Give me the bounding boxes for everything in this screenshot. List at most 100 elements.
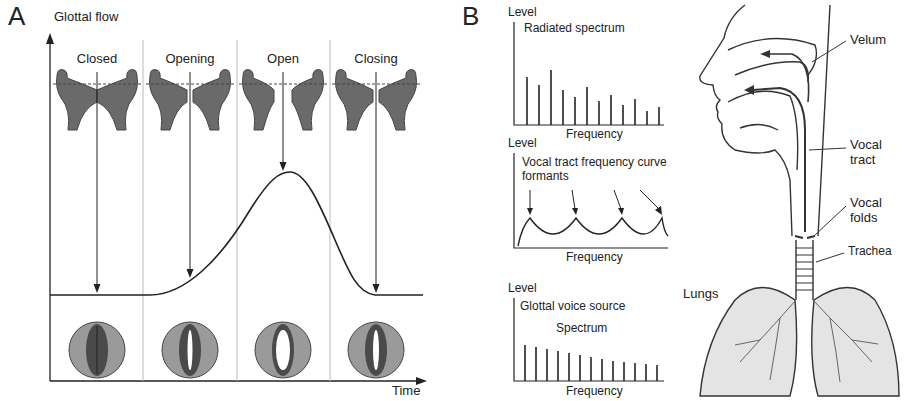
harmonic-bar	[562, 90, 564, 125]
vocal-fold	[193, 70, 231, 130]
harmonic-bar	[590, 357, 592, 381]
fold-section	[53, 70, 141, 378]
phase-dividers	[143, 40, 330, 381]
axis-title: Level	[508, 6, 537, 20]
harmonic-bar	[658, 107, 660, 125]
x-axis	[50, 380, 418, 381]
anatomy-label: Vocal tract	[850, 138, 894, 168]
harmonic-bar	[568, 353, 570, 381]
harmonic-bar	[598, 101, 600, 125]
glottis-opening	[276, 330, 290, 370]
axis-title: Glottal flow	[54, 10, 118, 25]
glottis-opening	[373, 330, 379, 370]
chart-axis	[514, 298, 664, 381]
harmonic-bar	[546, 349, 548, 381]
harmonic-bar	[646, 111, 648, 125]
harmonic-bar	[634, 99, 636, 125]
leader-line	[816, 253, 844, 262]
harmonic-bar	[550, 70, 552, 125]
phase-label: Opening	[165, 52, 214, 67]
phase-label: Closing	[354, 52, 397, 67]
vocal-folds-top	[365, 324, 387, 376]
anatomy-label: Trachea	[848, 245, 892, 259]
formant-arrow	[614, 190, 621, 209]
vocal-fold	[292, 70, 324, 130]
formant-curve	[518, 218, 668, 246]
phase-label: Open	[267, 52, 299, 67]
chart-title: Radiated spectrum	[524, 22, 625, 36]
harmonic-bar	[586, 87, 588, 125]
vocal-folds-top	[86, 324, 108, 376]
arrowhead	[618, 208, 624, 215]
panel-letter: A	[8, 2, 25, 32]
harmonic-bar	[579, 355, 581, 381]
vocal-fold	[150, 70, 188, 130]
chart-subtitle: Spectrum	[556, 322, 607, 336]
arrowhead	[94, 284, 101, 293]
harmonic-bar	[656, 365, 658, 381]
panel-letter: B	[462, 2, 479, 32]
palate-velum	[735, 62, 808, 82]
nasal-airflow-arrow	[768, 54, 809, 102]
axis-title: Level	[508, 282, 537, 296]
leader-line	[809, 148, 846, 150]
harmonic-bar	[526, 77, 528, 125]
flow-axes	[46, 33, 427, 385]
harmonic-bar	[610, 95, 612, 125]
arrowhead	[373, 284, 380, 293]
larynx-top-view	[69, 322, 125, 378]
trachea	[796, 240, 813, 300]
phase-arrow	[283, 72, 284, 164]
glottal-flow-curve	[50, 172, 423, 295]
axis-arrowhead	[46, 33, 54, 44]
vocal-fold	[379, 70, 417, 130]
phase-arrow	[190, 72, 191, 271]
right-lung	[812, 288, 899, 397]
leader-line	[814, 206, 846, 236]
anatomy	[700, 5, 899, 396]
airflow-arrow	[752, 88, 805, 232]
nasal-cavity	[728, 39, 816, 75]
y-axis	[49, 42, 50, 381]
axis-title: Frequency	[566, 128, 623, 142]
harmonic-bar	[612, 361, 614, 381]
phase-arrow	[376, 72, 377, 286]
larynx-top-view	[348, 322, 404, 378]
leader-lines	[809, 41, 846, 262]
jaw	[740, 124, 778, 130]
harmonic-bar	[557, 351, 559, 381]
spectrum-bars	[525, 70, 659, 381]
phase-divider	[330, 40, 331, 381]
arrowhead	[187, 269, 194, 278]
formant-arrow	[572, 190, 575, 209]
vocal-fold	[336, 70, 374, 130]
harmonic-bar	[645, 364, 647, 381]
harmonic-bar	[535, 347, 537, 381]
vocal-folds	[795, 236, 815, 238]
phase-arrow	[97, 72, 98, 286]
chart-title: Glottal voice source	[520, 300, 625, 314]
larynx-top-view	[162, 322, 218, 378]
formant-arrow	[530, 190, 531, 209]
anatomy-label: Lungs	[683, 287, 718, 302]
chart-title: Vocal tract frequency curve formants	[522, 156, 680, 184]
phase-divider	[143, 40, 144, 381]
harmonic-bar	[623, 362, 625, 381]
axis-title: Level	[508, 137, 537, 151]
harmonic-bar	[574, 97, 576, 125]
vocal-folds-top	[179, 324, 201, 376]
head-profile	[700, 5, 792, 236]
fold-section	[239, 70, 327, 378]
vocal-fold	[97, 70, 138, 130]
vocal-fold	[57, 70, 98, 130]
glottis-closed	[97, 326, 98, 374]
axis-title: Frequency	[566, 251, 623, 265]
formant-arrow	[640, 190, 660, 210]
larynx-top-view	[255, 322, 311, 378]
trachea-rings	[796, 248, 813, 290]
fold-section	[146, 70, 234, 378]
phase-label: Closed	[77, 52, 117, 67]
harmonic-bar	[601, 359, 603, 381]
left-lung	[700, 288, 797, 397]
